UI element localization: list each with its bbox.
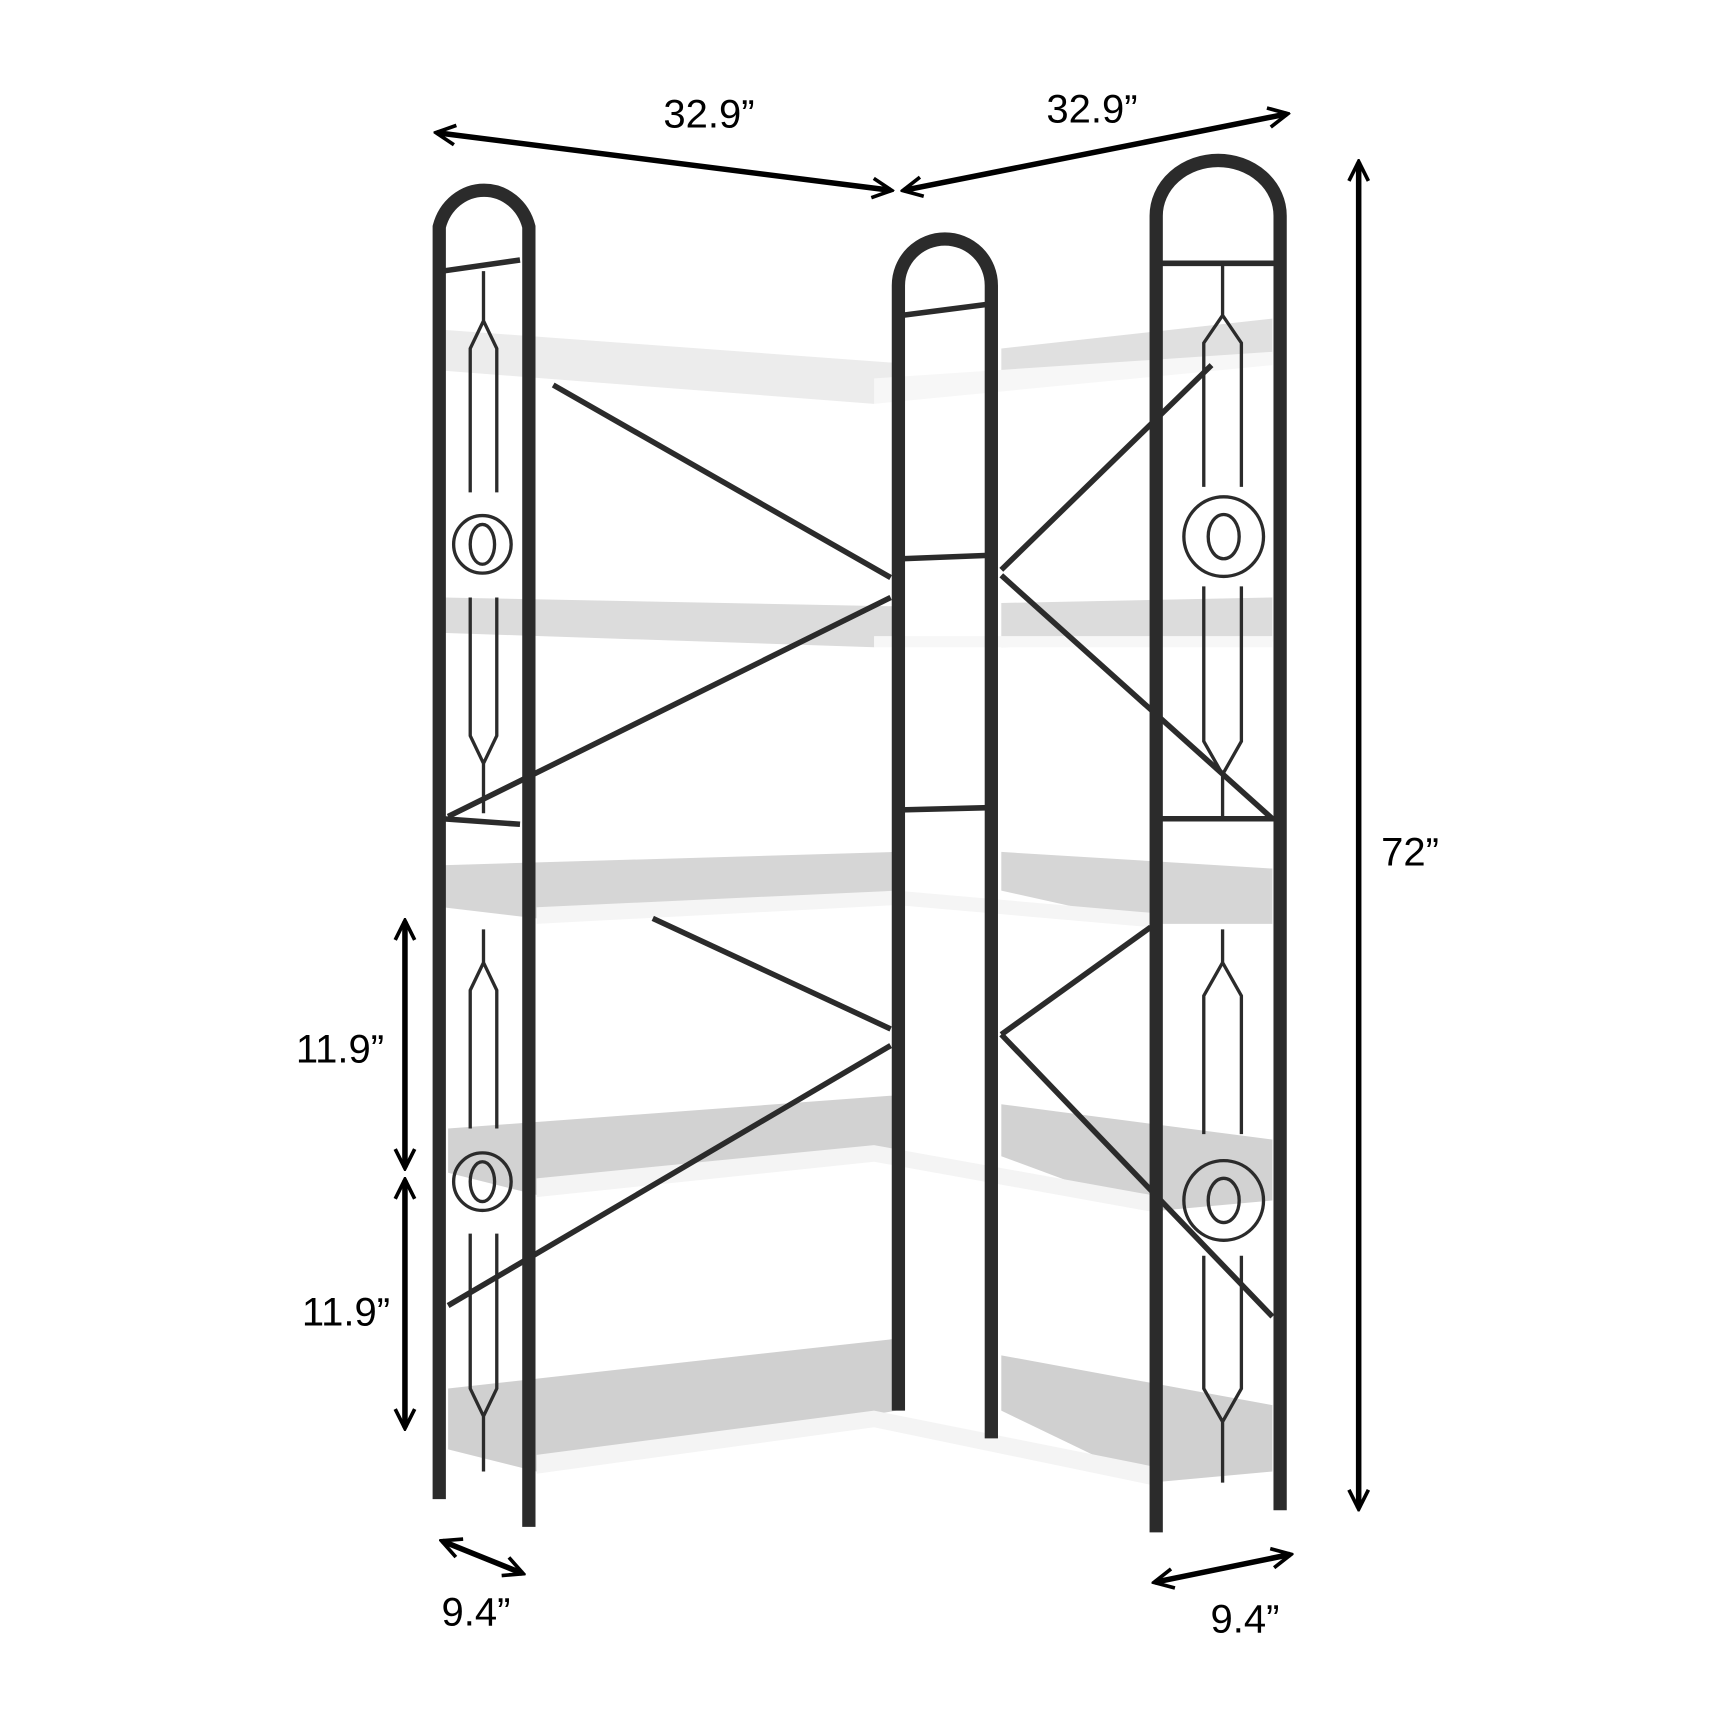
dimension-arrows [405,114,1359,1582]
right-width-label: 32.9” [1046,87,1138,132]
frame-rungs [442,257,1275,828]
right-width-arrow [904,114,1287,190]
left-width-label: 32.9” [663,92,755,137]
height-label: 72” [1381,830,1439,875]
shelf-gap-lower-label: 11.9” [301,1290,391,1335]
left-depth-arrow [443,1541,523,1573]
right-depth-arrow [1155,1555,1290,1583]
shelves [442,318,1273,1485]
left-width-arrow [437,133,891,191]
cross-braces [446,363,1275,1319]
shelf-gap-upper-label: 11.9” [295,1027,385,1072]
left-depth-label: 9.4” [441,1590,511,1635]
right-depth-label: 9.4” [1210,1597,1280,1642]
decorative-ornaments [451,265,1266,1483]
